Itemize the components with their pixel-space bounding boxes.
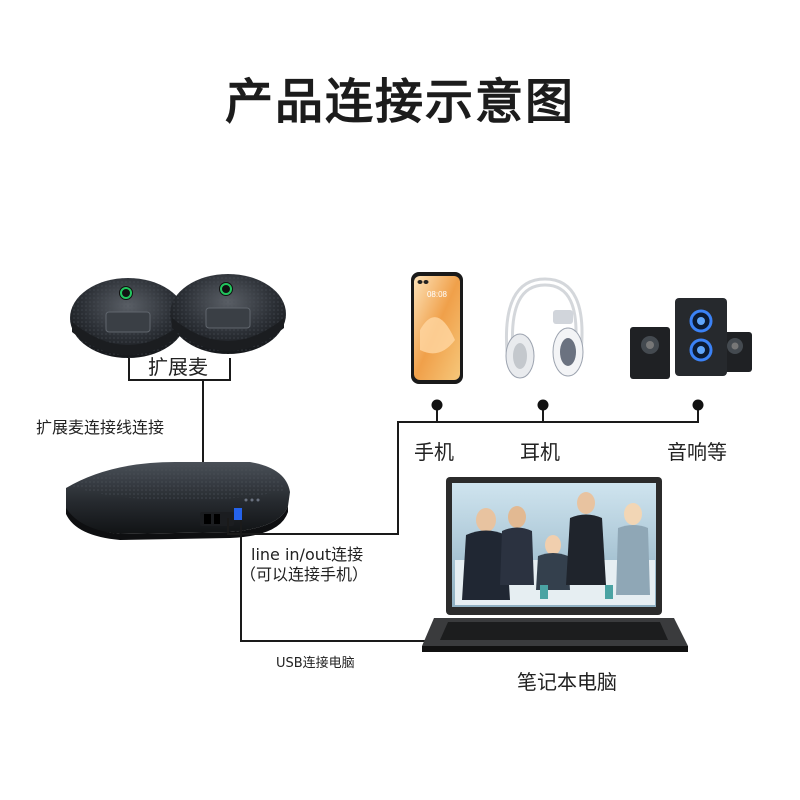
phone-label: 手机 — [414, 440, 454, 464]
mic-indicator-icon — [119, 286, 133, 300]
speakerphone-hub — [66, 462, 290, 540]
laptop-label: 笔记本电脑 — [517, 670, 617, 694]
mic-indicator-icon — [219, 282, 233, 296]
usb-cable — [240, 520, 432, 642]
speaker-connector-dot — [692, 399, 704, 411]
speakers-image — [630, 298, 752, 379]
usb-port-icon — [234, 508, 242, 520]
expansion-mic-label: 扩展麦 — [148, 355, 208, 379]
aux-port-icon — [204, 514, 211, 524]
laptop-image — [422, 477, 688, 652]
screen-people — [455, 492, 655, 605]
line-inout-label: line in/out连接 — [251, 545, 364, 564]
line-port-icon — [214, 514, 220, 524]
page-title: 产品连接示意图 — [224, 74, 575, 130]
line-inout-cable — [227, 405, 699, 535]
line-inout-note: （可以连接手机） — [240, 565, 369, 584]
expansion-mic-left — [70, 278, 186, 358]
speakers-label: 音响等 — [667, 440, 727, 464]
phone-connector-dot — [431, 399, 443, 411]
usb-label: USB连接电脑 — [276, 656, 355, 671]
headphone-connector-dot — [537, 399, 549, 411]
expansion-cable-label: 扩展麦连接线连接 — [36, 418, 165, 437]
mic-bracket-line — [128, 358, 231, 381]
phone-image: 08:08 — [411, 272, 463, 384]
phone-clock: 08:08 — [427, 290, 448, 299]
headphones-label: 耳机 — [520, 440, 560, 464]
expansion-mic-right — [170, 274, 286, 354]
headphones-image — [504, 277, 584, 379]
